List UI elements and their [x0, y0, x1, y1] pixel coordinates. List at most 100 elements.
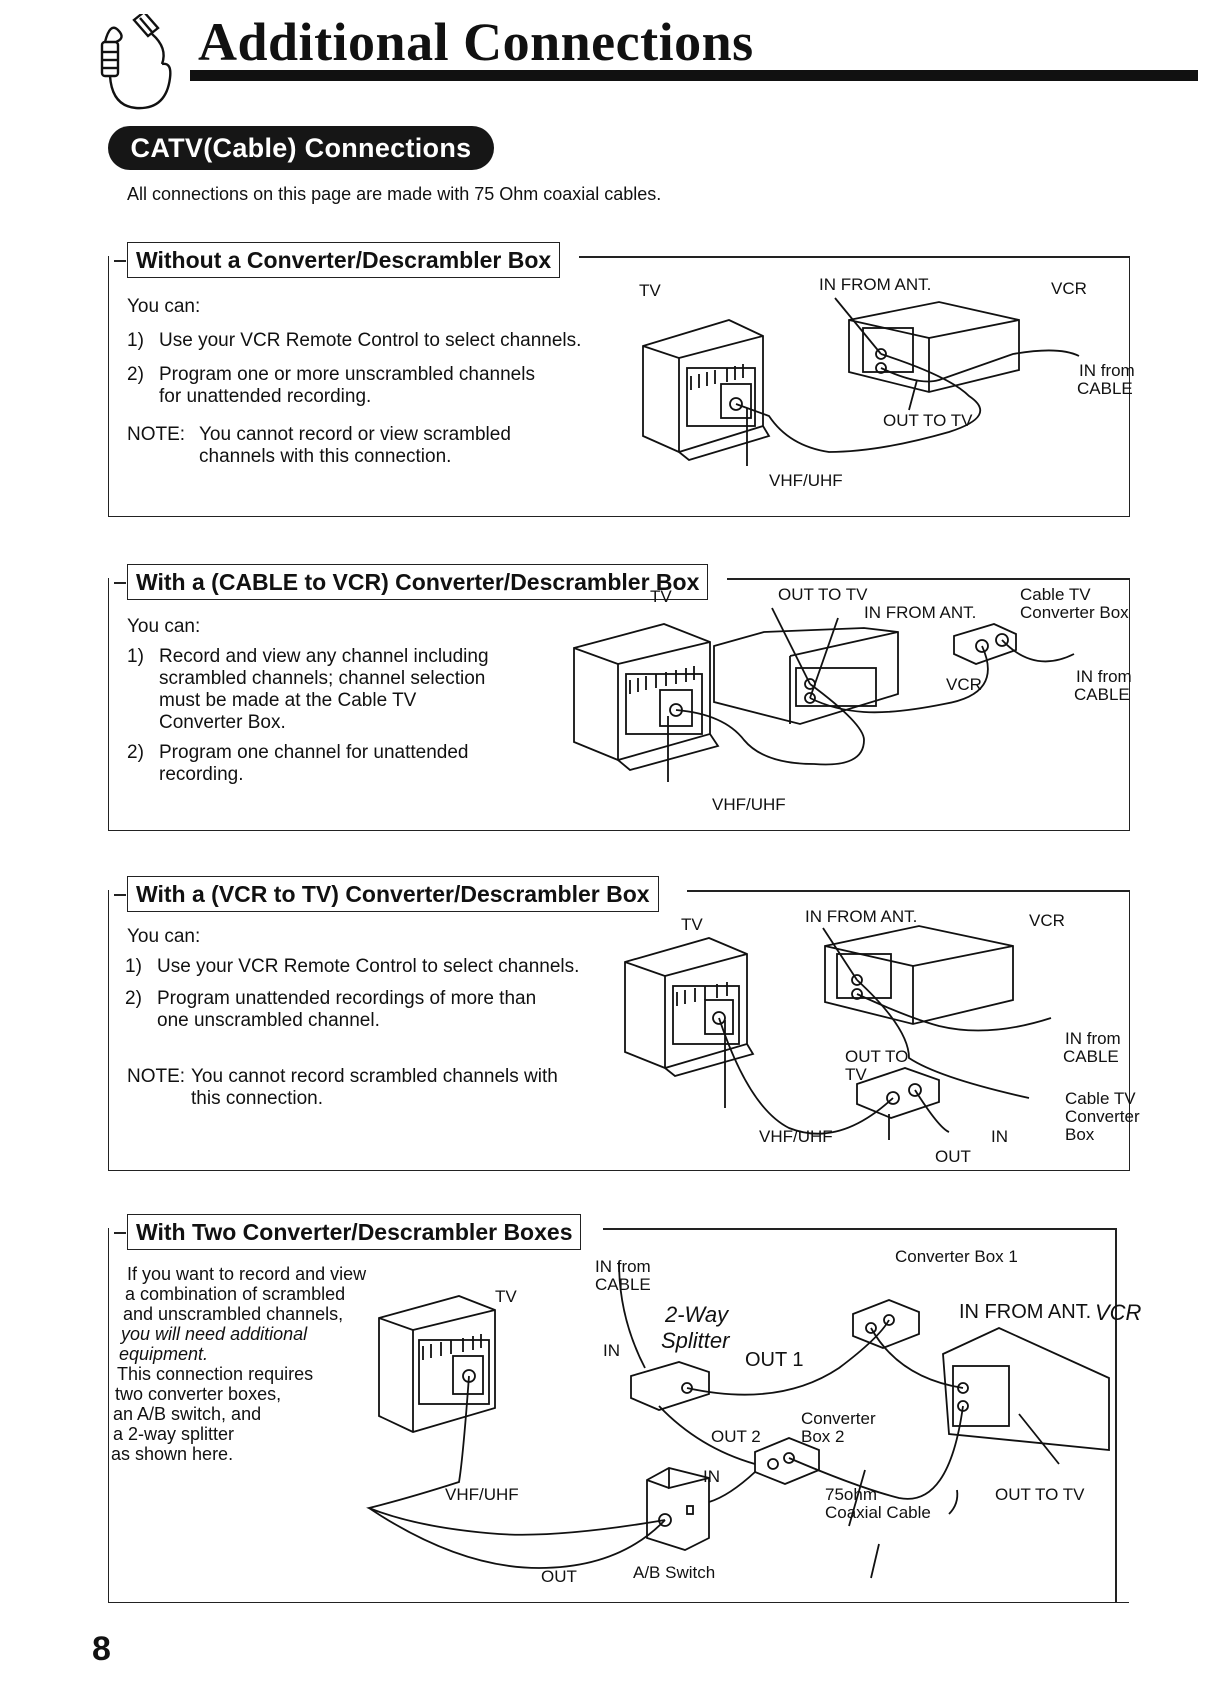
section-heading-badge: CATV(Cable) Connections — [108, 126, 494, 170]
label-tv: TV — [650, 587, 672, 606]
label-out-to-tv: OUT TO TV — [883, 411, 973, 430]
description-line: This connection requires — [117, 1364, 314, 1384]
label-out-to: OUT TO — [845, 1047, 908, 1066]
list-item: 2) Program one or more unscrambled chann… — [127, 364, 587, 408]
label-cable: CABLE — [595, 1275, 651, 1294]
label-in-from-ant: IN FROM ANT. — [864, 603, 976, 622]
label-vhf-uhf: VHF/UHF — [769, 471, 843, 490]
box-top-border — [727, 578, 1129, 580]
label-in-from-ant: IN FROM ANT. — [805, 907, 917, 926]
label-in-2: IN — [703, 1467, 720, 1486]
label-in-from: IN from — [1065, 1029, 1121, 1048]
label-75ohm: 75ohm — [825, 1485, 877, 1504]
label-tv: TV — [495, 1287, 517, 1306]
list-item: 1) Use your VCR Remote Control to select… — [127, 330, 587, 352]
item-text: Use your VCR Remote Control to select ch… — [159, 330, 582, 351]
list-item: 1) Record and view any channel including… — [127, 646, 507, 734]
description-line: and unscrambled channels, — [123, 1304, 344, 1324]
label-in-from: IN from — [1076, 667, 1132, 686]
label-vcr: VCR — [1095, 1300, 1142, 1325]
label-in-from: IN from — [1079, 361, 1135, 380]
list-item: 2) Program unattended recordings of more… — [125, 988, 585, 1032]
item-text: Program one channel for unattended recor… — [159, 742, 469, 785]
item-number: 1) — [125, 956, 142, 977]
label-in-from-ant: IN FROM ANT. — [819, 275, 931, 294]
label-out: OUT — [935, 1147, 971, 1166]
label-ab-switch: A/B Switch — [633, 1563, 715, 1582]
label-tv: TV — [681, 915, 703, 934]
you-can-label: You can: — [127, 296, 201, 317]
box-title: Without a Converter/Descrambler Box — [113, 242, 561, 278]
label-in-from: IN from — [595, 1257, 651, 1276]
label-in: IN — [603, 1341, 620, 1360]
label-cable-tv: Cable TV — [1020, 585, 1091, 604]
connection-diagram: TV IN FROM ANT. VCR IN from CABLE OUT TO… — [639, 275, 1135, 490]
item-number: 2) — [127, 364, 144, 385]
label-cable: CABLE — [1074, 685, 1130, 704]
note: NOTE: You cannot record or view scramble… — [127, 424, 567, 468]
item-text: Program unattended recordings of more th… — [157, 988, 537, 1031]
box-two-converters: With Two Converter/Descrambler Boxes If … — [108, 1214, 1142, 1603]
label-vhf-uhf: VHF/UHF — [759, 1127, 833, 1146]
label-converter: Converter — [1065, 1107, 1140, 1126]
label-in: IN — [991, 1127, 1008, 1146]
label-vcr: VCR — [1029, 911, 1065, 930]
list-item: 2) Program one channel for unattended re… — [127, 742, 507, 786]
item-text: Record and view any channel including sc… — [159, 646, 489, 733]
title-rule — [190, 70, 1198, 81]
box-title: With a (CABLE to VCR) Converter/Descramb… — [113, 564, 709, 600]
label-converter-box: Converter Box — [1020, 603, 1129, 622]
label-vhf-uhf: VHF/UHF — [712, 795, 786, 814]
note-text: You cannot record scrambled channels wit… — [191, 1066, 558, 1109]
item-number: 2) — [127, 742, 144, 763]
description-line: you will need additional — [121, 1324, 308, 1344]
note-lead: NOTE: — [127, 1066, 186, 1087]
description-line: an A/B switch, and — [113, 1404, 262, 1424]
label-out-to-tv: OUT TO TV — [778, 585, 868, 604]
note-lead: NOTE: — [127, 424, 186, 445]
page-title: Additional Connections — [198, 12, 754, 72]
label-vcr: VCR — [946, 675, 982, 694]
box-title: With Two Converter/Descrambler Boxes — [113, 1214, 582, 1250]
label-in-from-ant: IN FROM ANT. — [959, 1301, 1091, 1323]
box-title: With a (VCR to TV) Converter/Descrambler… — [114, 876, 659, 912]
connection-diagram: TV IN from CABLE 2-Way Splitter IN OUT 1… — [366, 1247, 1142, 1586]
you-can-label: You can: — [127, 926, 201, 947]
description-line: equipment. — [119, 1344, 209, 1364]
box-vcr-to-tv: With a (VCR to TV) Converter/Descrambler… — [108, 876, 1140, 1171]
label-cable: CABLE — [1063, 1047, 1119, 1066]
label-two-way: 2-Way — [664, 1302, 730, 1327]
note-text: You cannot record or view scrambled chan… — [199, 424, 511, 467]
label-cable: CABLE — [1077, 379, 1133, 398]
label-vcr: VCR — [1051, 279, 1087, 298]
label-coaxial-cable: Coaxial Cable — [825, 1503, 931, 1522]
description-line: a 2-way splitter — [113, 1424, 235, 1444]
item-number: 2) — [125, 988, 142, 1009]
page-number: 8 — [92, 1630, 111, 1668]
connection-diagram: TV OUT TO TV IN FROM ANT. Cable TV Conve… — [573, 585, 1132, 814]
label-tv: TV — [639, 281, 661, 300]
item-text: Use your VCR Remote Control to select ch… — [157, 956, 580, 977]
box-right-border — [1115, 1228, 1117, 1602]
you-can-label: You can: — [127, 616, 201, 637]
box-top-border — [603, 1228, 1117, 1230]
description-line: a combination of scrambled — [125, 1284, 346, 1304]
label-out-to-tv: OUT TO TV — [995, 1485, 1085, 1504]
description-line: as shown here. — [111, 1444, 234, 1464]
item-text: Program one or more unscrambled channels… — [159, 364, 535, 407]
item-number: 1) — [127, 330, 144, 351]
label-box2: Box 2 — [801, 1427, 844, 1446]
intro-text: All connections on this page are made wi… — [127, 184, 662, 204]
item-number: 1) — [127, 646, 144, 667]
label-cable-tv: Cable TV — [1065, 1089, 1136, 1108]
note: NOTE: You cannot record scrambled channe… — [127, 1066, 577, 1110]
label-out1: OUT 1 — [745, 1349, 804, 1371]
box-cable-to-vcr: With a (CABLE to VCR) Converter/Descramb… — [108, 564, 1132, 831]
label-splitter: Splitter — [661, 1328, 731, 1353]
box-top-border — [579, 256, 1129, 258]
box-without-converter: Without a Converter/Descrambler Box You … — [108, 242, 1135, 517]
label-converter-box-1: Converter Box 1 — [895, 1247, 1018, 1266]
connection-diagram: TV IN FROM ANT. VCR IN from CABLE OUT TO… — [624, 907, 1140, 1166]
label-vhf-uhf: VHF/UHF — [445, 1485, 519, 1504]
